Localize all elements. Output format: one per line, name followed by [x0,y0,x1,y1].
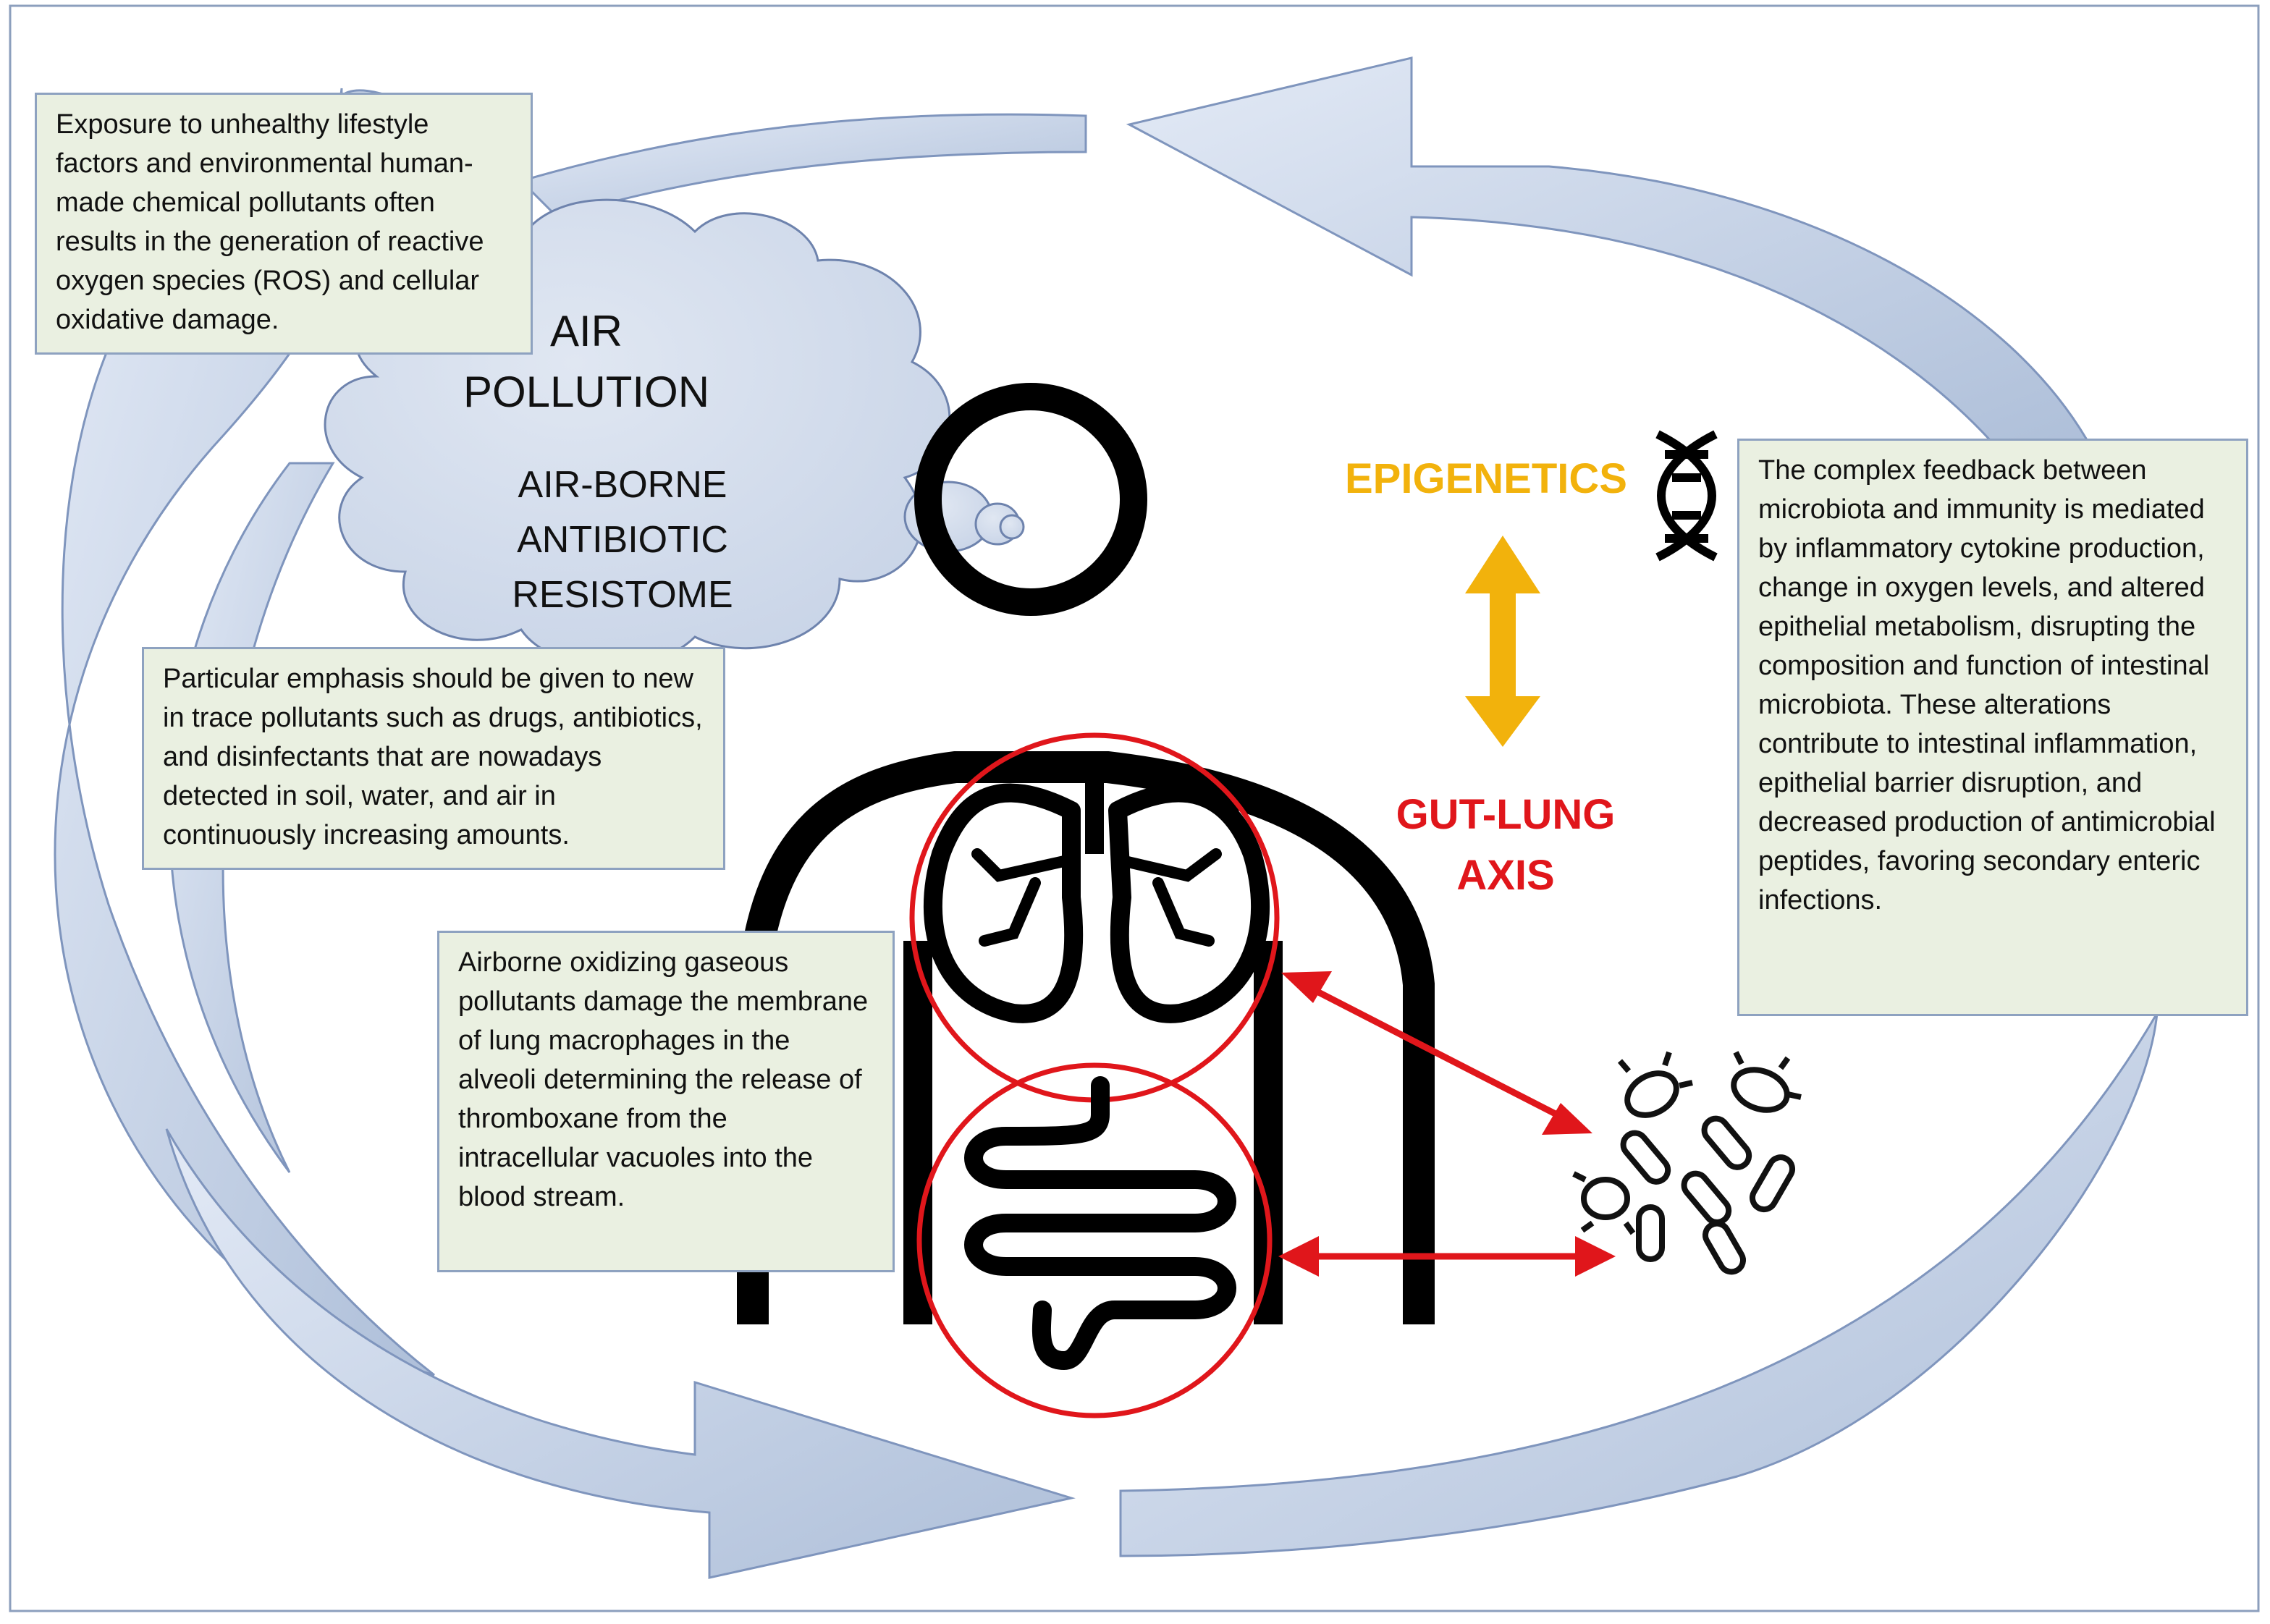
feedback-text: The complex feedback between microbiota … [1758,455,2216,915]
cycle-arrow-bottom-right [1119,1012,2159,1557]
airborne-text: Airborne oxidizing gaseous pollutants da… [458,947,869,1212]
cycle-arrows [54,56,2159,1579]
cycle-arrow-bottom-left [165,1128,1076,1579]
airborne-text-box: Airborne oxidizing gaseous pollutants da… [437,931,895,1272]
cycle-arrow-right-top-tail [519,113,1087,219]
double-arrow-icon [1465,536,1540,747]
epigenetics-label: EPIGENETICS [1345,455,1627,502]
figure-frame [9,4,2260,1612]
gut-lung-axis-label: GUT-LUNG AXIS [1396,791,1616,899]
cycle-arrow-top-right [1126,56,2094,450]
lungs-icon [909,732,1280,1103]
emphasis-text-box: Particular emphasis should be given to n… [142,647,725,870]
exposure-text-box: Exposure to unhealthy lifestyle factors … [35,93,533,355]
feedback-text-box: The complex feedback between microbiota … [1737,439,2248,1016]
gut-lung-arrows [1278,971,1616,1277]
dna-icon [1655,430,1718,562]
intestine-icon [916,1062,1273,1418]
bacteria-icon [1572,1051,1802,1275]
resistome-label: AIR-BORNE ANTIBIOTIC RESISTOME [512,464,733,616]
exposure-text: Exposure to unhealthy lifestyle factors … [56,109,484,335]
air-pollution-label: AIR POLLUTION [463,307,710,416]
emphasis-text: Particular emphasis should be given to n… [163,664,703,850]
